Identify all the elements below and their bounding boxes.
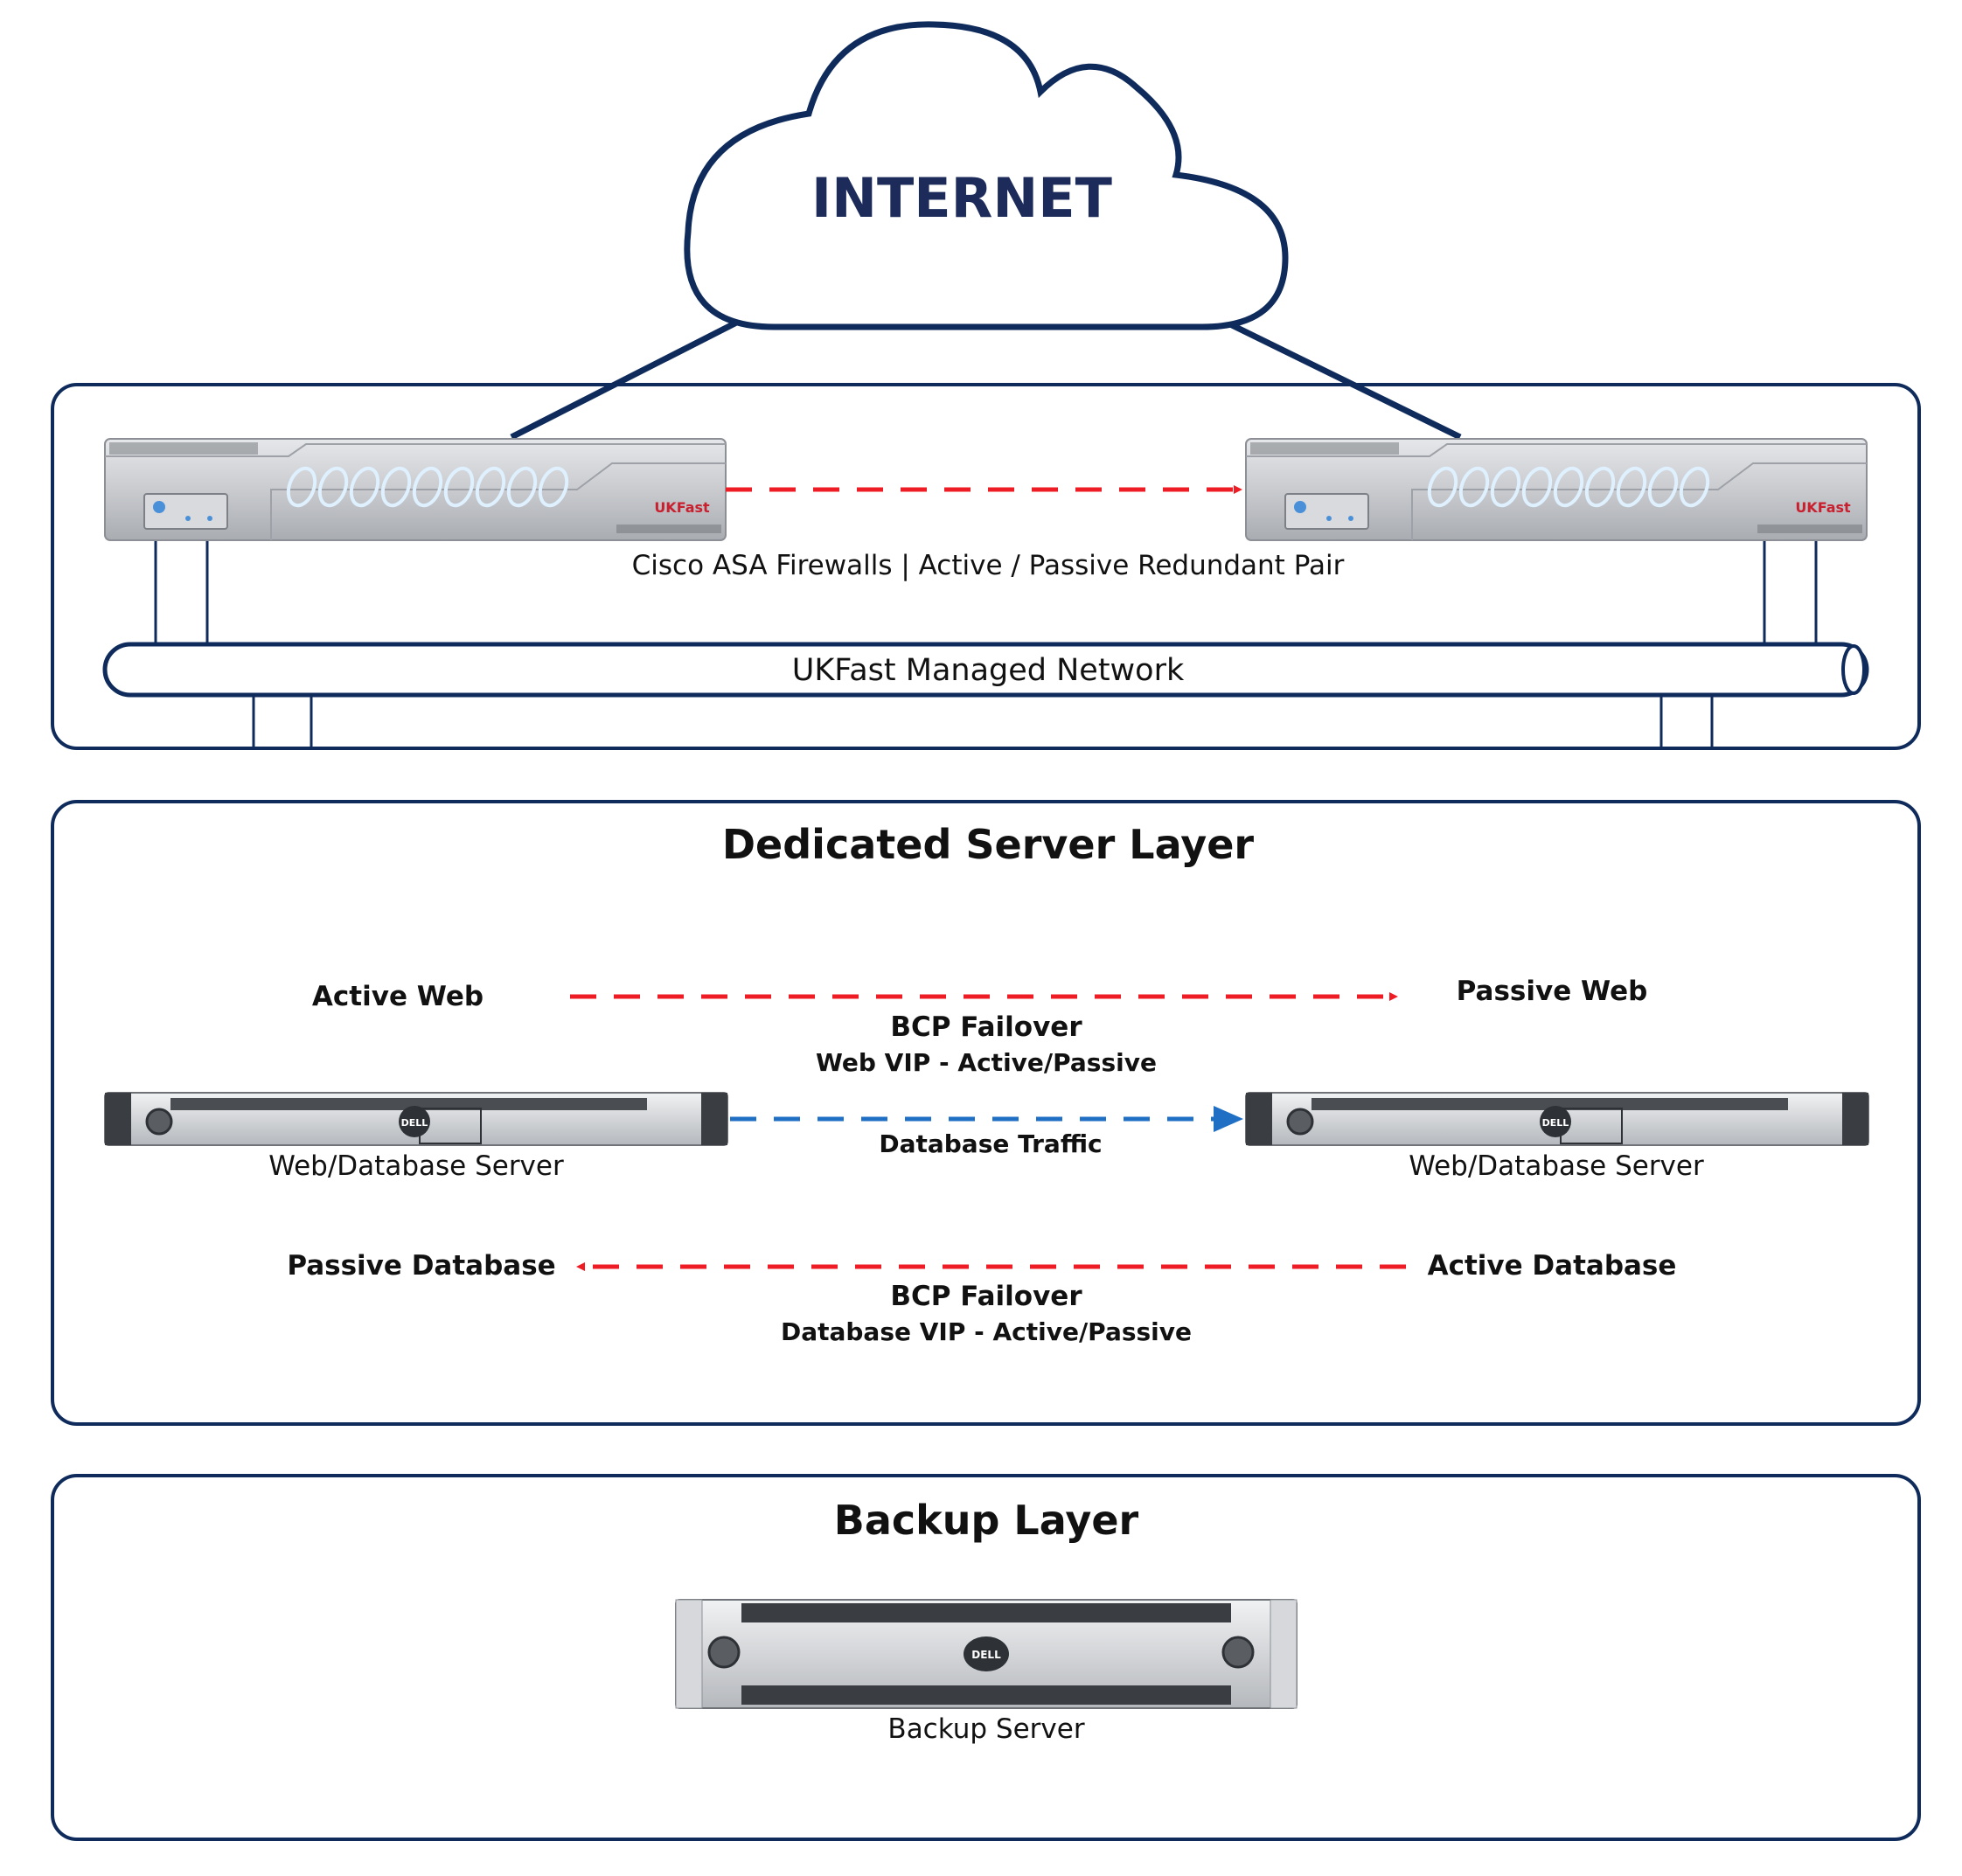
backup-layer-title: Backup Layer [834,1497,1139,1544]
internet-cloud: INTERNET [510,21,1462,441]
web-failover-subtitle: Web VIP - Active/Passive [816,1048,1157,1077]
uplink-right [1227,320,1462,441]
server-right: DELL [1245,1092,1869,1146]
active-database-label: Active Database [1428,1250,1677,1282]
ukfast-logo: UKFast [1795,499,1851,516]
dell-logo: DELL [401,1117,428,1129]
backup-server-label: Backup Server [887,1713,1084,1745]
server-right-label: Web/Database Server [1409,1150,1704,1182]
server-layer-title: Dedicated Server Layer [722,821,1255,868]
dell-logo: DELL [971,1649,1001,1661]
database-traffic-label: Database Traffic [879,1129,1102,1158]
server-layer-frame [51,800,1921,1426]
vent-glow [1427,466,1710,508]
firewall-layer-frame [51,383,1921,750]
database-failover-subtitle: Database VIP - Active/Passive [781,1317,1192,1346]
web-failover-title: BCP Failover [890,1011,1082,1043]
network-downlinks [252,695,1714,748]
database-failover-title: BCP Failover [890,1281,1082,1312]
firewall-caption: Cisco ASA Firewalls | Active / Passive R… [632,550,1345,581]
ukfast-logo: UKFast [654,499,710,516]
firewall-passive: UKFast [1245,438,1868,541]
backup-layer-frame [51,1474,1921,1841]
passive-web-label: Passive Web [1457,976,1648,1007]
active-web-label: Active Web [312,981,484,1012]
managed-network-pipe: UKFast Managed Network [102,642,1869,698]
server-left-label: Web/Database Server [268,1150,564,1182]
cloud-icon [684,21,1289,330]
server-left: DELL [104,1092,728,1146]
vent-glow [286,466,569,508]
dell-logo: DELL [1542,1117,1569,1129]
uplink-left [510,311,754,441]
firewall-links [154,540,1818,643]
network-label: UKFast Managed Network [792,653,1185,688]
firewall-active: UKFast [104,438,727,541]
backup-layer: Backup Layer DELL Backup Server [51,1474,1921,1841]
server-layer: Dedicated Server Layer Active Web Passiv… [51,800,1921,1426]
firewall-layer: UKFast UKFast [51,383,1921,750]
passive-database-label: Passive Database [287,1250,555,1282]
backup-server: DELL [675,1599,1298,1709]
internet-label: INTERNET [811,166,1112,230]
database-traffic-arrow [730,1106,1243,1132]
